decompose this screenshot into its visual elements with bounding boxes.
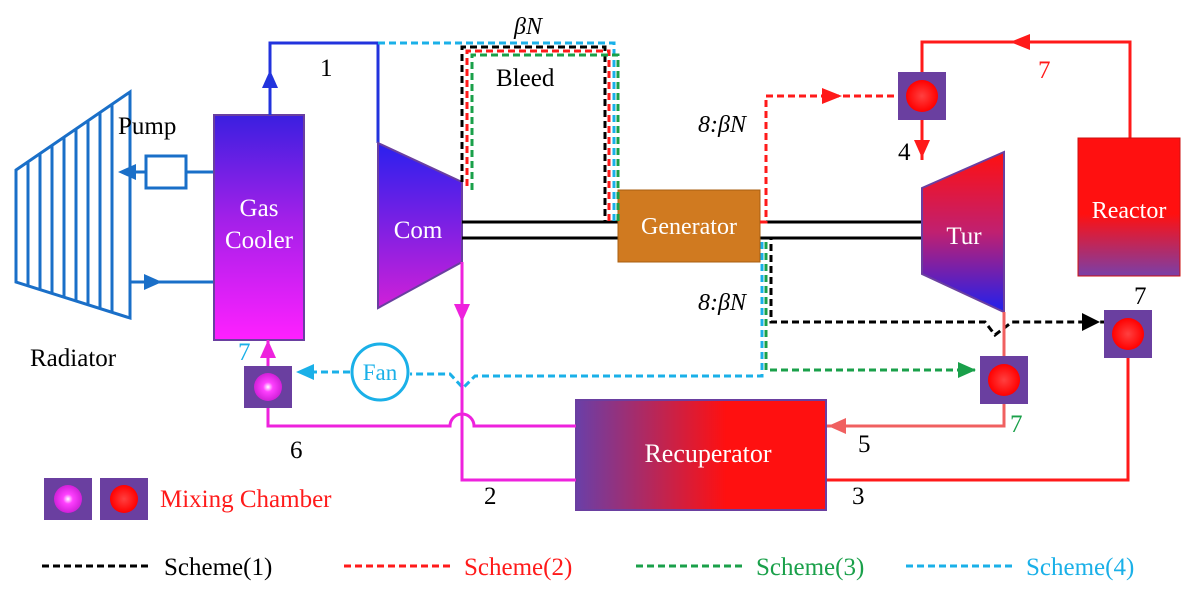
legend-mixer-magenta-core	[54, 485, 82, 513]
scheme2-path-to-turbine	[760, 94, 898, 224]
scheme2-bleed-path	[465, 49, 611, 222]
pipe-state-2	[460, 262, 576, 482]
state-label-4: 4	[898, 139, 911, 166]
mixing-chamber-gascooler-inlet-core	[254, 373, 282, 401]
gas-cooler-box	[213, 114, 305, 341]
radiator-label: Radiator	[30, 345, 117, 372]
scheme4-bleed-path	[378, 41, 616, 222]
scheme3-path	[764, 242, 978, 372]
mixing-chamber-turbine-outlet-core	[988, 364, 1020, 396]
flow-arrow-to-gascooler	[144, 274, 162, 290]
radiator	[14, 89, 132, 321]
state-label-3: 3	[852, 483, 865, 510]
recuperator-label: Recuperator	[644, 439, 771, 468]
state-label-7-cyan: 7	[238, 339, 251, 366]
gas-cooler-label-line1: Gas	[240, 195, 279, 222]
flow-arrow-to-radiator	[118, 164, 136, 180]
pump-box	[144, 154, 188, 190]
legend-mixer-red-core	[110, 485, 138, 513]
mixing-chamber-reactor-inlet-core	[1112, 318, 1144, 350]
scheme4-path	[410, 242, 764, 391]
legend: Mixing Chamber Scheme(1) Scheme(2) Schem…	[42, 478, 1134, 581]
flow-arrow-state-1	[262, 70, 278, 88]
pipe-state-3	[826, 358, 1130, 482]
split-label-bottom: 8:βN	[698, 290, 748, 316]
generator-box	[617, 189, 761, 263]
generator-label: Generator	[641, 214, 737, 240]
state-label-7-reactor: 7	[1134, 283, 1147, 310]
scheme1-arrow	[1082, 313, 1100, 331]
scheme3-arrow	[958, 362, 976, 378]
state-label-5: 5	[858, 431, 871, 458]
split-label-top: 8:βN	[698, 112, 748, 138]
bleed-label: Bleed	[496, 65, 555, 92]
legend-scheme3: Scheme(3)	[756, 554, 864, 581]
flow-arrow-to-gascooler-inlet	[260, 340, 276, 358]
scheme4-arrow	[296, 364, 314, 380]
fan	[350, 342, 410, 402]
legend-scheme1: Scheme(1)	[164, 554, 272, 581]
scheme1-path-to-reactor	[766, 236, 1104, 338]
scheme2-arrow	[822, 88, 842, 104]
fan-label: Fan	[363, 360, 398, 385]
flow-arrow-state-4	[914, 140, 930, 158]
flow-arrow-state-5	[828, 418, 846, 434]
legend-scheme4: Scheme(4)	[1026, 554, 1134, 581]
shaft	[462, 220, 922, 240]
scheme3-bleed-path	[470, 53, 620, 222]
gas-cooler-label-line2: Cooler	[225, 227, 294, 254]
pipe-reactor-outlet	[920, 40, 1132, 138]
state-label-2: 2	[484, 483, 497, 510]
beta-n-label: βN	[513, 14, 544, 40]
legend-mixing-chamber: Mixing Chamber	[160, 486, 332, 513]
state-label-1: 1	[320, 55, 333, 82]
mixing-chamber-turbine-inlet-core	[906, 80, 938, 112]
pump-label: Pump	[118, 113, 176, 140]
state-label-7-green: 7	[1010, 411, 1023, 438]
reactor-box	[1077, 137, 1181, 277]
flow-arrow-state-2	[454, 304, 470, 322]
turbine-label: Tur	[946, 223, 982, 250]
recuperator-box	[575, 399, 827, 511]
pipe-state-5	[826, 404, 1006, 428]
pipe-state-6	[266, 396, 576, 428]
state-label-6: 6	[290, 437, 303, 464]
flow-arrow-reactor-outlet	[1010, 34, 1030, 50]
state-label-7-top: 7	[1038, 57, 1051, 84]
scheme1-bleed-path	[460, 45, 607, 222]
reactor-label: Reactor	[1092, 198, 1167, 224]
compressor-label: Com	[394, 217, 443, 244]
legend-scheme2: Scheme(2)	[464, 554, 572, 581]
